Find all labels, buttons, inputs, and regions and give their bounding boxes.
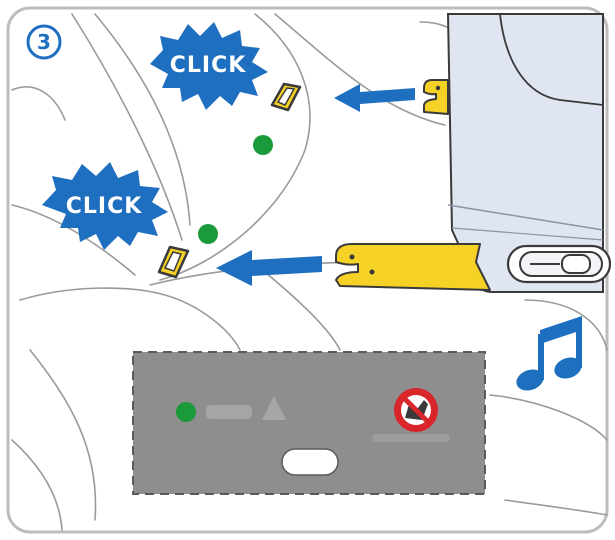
latch-indicator-lower (198, 224, 218, 244)
panel-button (281, 448, 339, 476)
isofix-anchor-upper (270, 82, 302, 112)
base-indicator-panel (132, 351, 486, 495)
arrow-left-icon (216, 250, 322, 286)
music-note-icon (516, 316, 582, 391)
click-label: CLICK (170, 53, 247, 78)
no-child-seat-icon (394, 388, 438, 432)
isofix-connector-upper (423, 79, 449, 115)
isofix-anchor-lower (157, 245, 190, 279)
step-number: 3 (37, 30, 51, 54)
click-callout-lower: CLICK (42, 162, 168, 250)
panel-status-indicator (176, 402, 196, 422)
base-release-handle (506, 244, 612, 284)
click-callout-upper: CLICK (150, 22, 268, 110)
click-label: CLICK (66, 194, 143, 219)
child-seat-base (446, 13, 612, 293)
arrow-left-icon (334, 84, 415, 112)
isofix-connector-lower (335, 243, 491, 291)
step-number-badge: 3 (26, 24, 62, 60)
latch-indicator-upper (253, 135, 273, 155)
